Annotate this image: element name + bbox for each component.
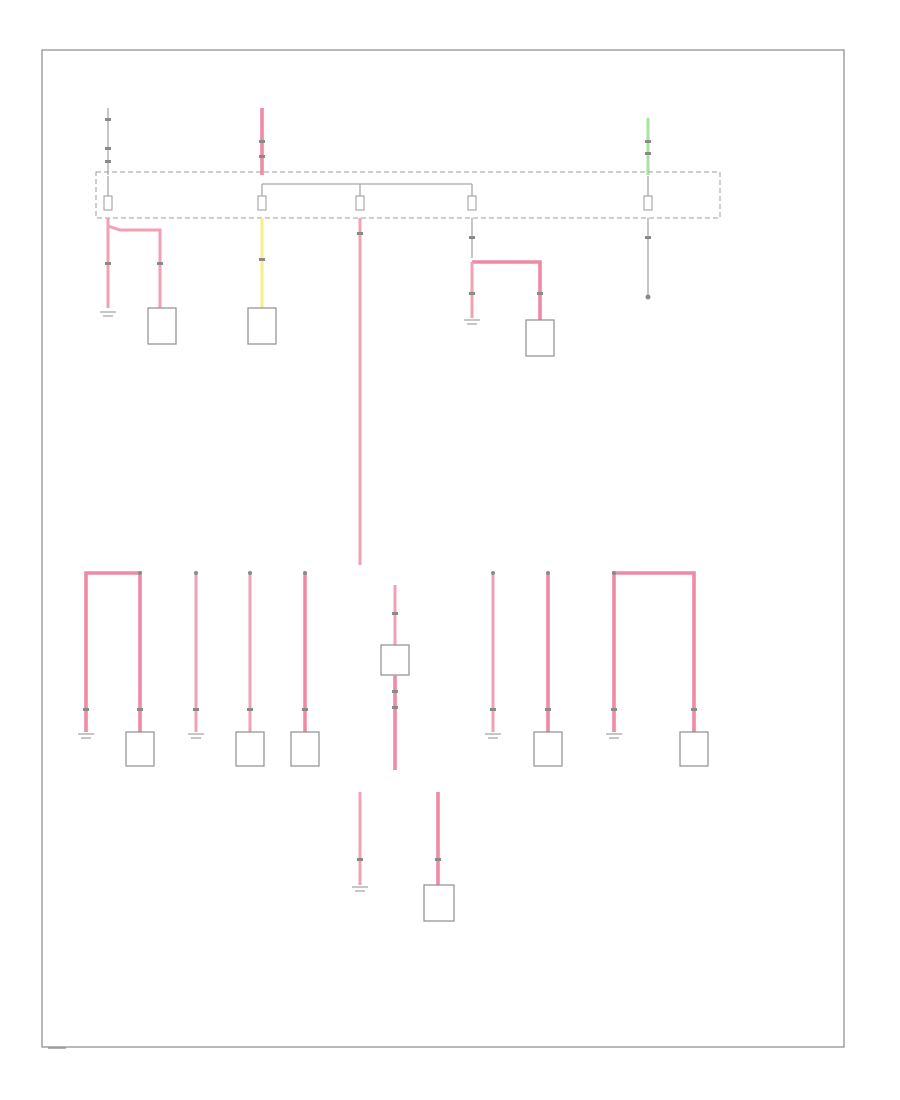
fuse-5 [643, 195, 653, 211]
branch-fuse-1 [105, 218, 163, 308]
component-box-9 [679, 731, 709, 767]
fuse-3 [355, 195, 365, 211]
center-trunk [380, 585, 410, 770]
component-box-3 [525, 319, 555, 357]
component-box-center [380, 644, 410, 676]
branch-fuse-4 [469, 218, 543, 320]
fuse-4 [467, 195, 477, 211]
ground-2 [464, 319, 480, 325]
power-source-3 [645, 118, 651, 175]
ground-5 [352, 886, 368, 892]
branch-lower-3 [247, 571, 253, 732]
ground-6 [485, 733, 501, 739]
ground-1 [100, 311, 116, 317]
branch-center-left [357, 792, 363, 885]
component-box-7 [423, 884, 455, 922]
ground-3 [78, 733, 94, 739]
branch-lower-5 [490, 571, 496, 732]
branch-fuse-5 [645, 218, 651, 300]
branch-lower-7 [611, 571, 697, 732]
component-box-4 [125, 731, 155, 767]
branch-lower-6 [545, 571, 551, 732]
trunk-fuse-3 [357, 218, 363, 565]
fuse-1 [103, 195, 113, 211]
power-source-2 [259, 108, 265, 175]
fuse-2 [257, 195, 267, 211]
component-box-6 [290, 731, 320, 767]
power-source-1 [105, 108, 111, 175]
fuse-block [95, 171, 721, 219]
branch-lower-1 [83, 571, 143, 732]
branch-center-right [435, 792, 441, 885]
component-box-2 [247, 307, 277, 345]
component-box-5 [235, 731, 265, 767]
branch-fuse-2 [259, 218, 265, 308]
component-box-8 [533, 731, 563, 767]
branch-lower-4 [302, 571, 308, 732]
diagram-frame [41, 49, 845, 1048]
ground-4 [188, 733, 204, 739]
ground-7 [606, 733, 622, 739]
component-box-1 [147, 307, 177, 345]
branch-lower-2 [193, 571, 199, 732]
